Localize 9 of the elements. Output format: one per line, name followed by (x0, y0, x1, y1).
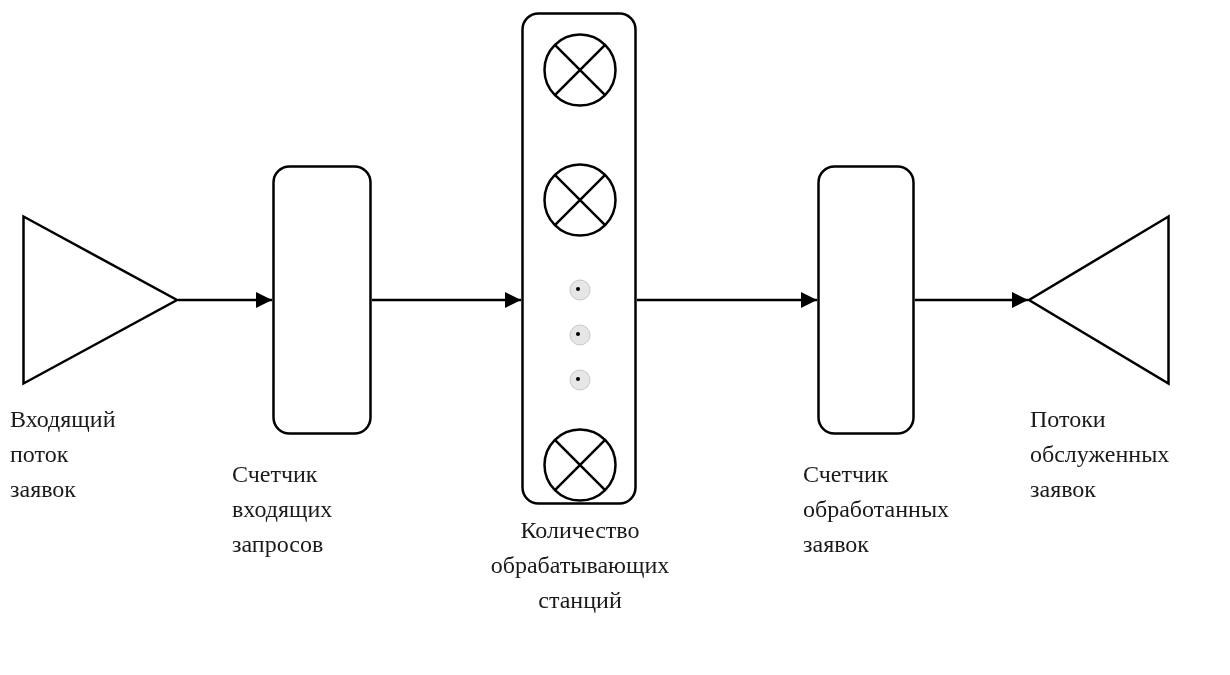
node-label: Счетчик обработанных заявок (803, 460, 950, 559)
arrow (178, 292, 272, 308)
node-label: Количество обрабатывающих станций (489, 516, 671, 615)
arrow (915, 292, 1028, 308)
node-label: Входящий поток заявок (10, 405, 117, 504)
node-label: Потоки обслуженных заявок (1030, 405, 1171, 504)
arrow (372, 292, 521, 308)
arrow (637, 292, 817, 308)
node-label: Счетчик входящих запросов (232, 460, 334, 559)
